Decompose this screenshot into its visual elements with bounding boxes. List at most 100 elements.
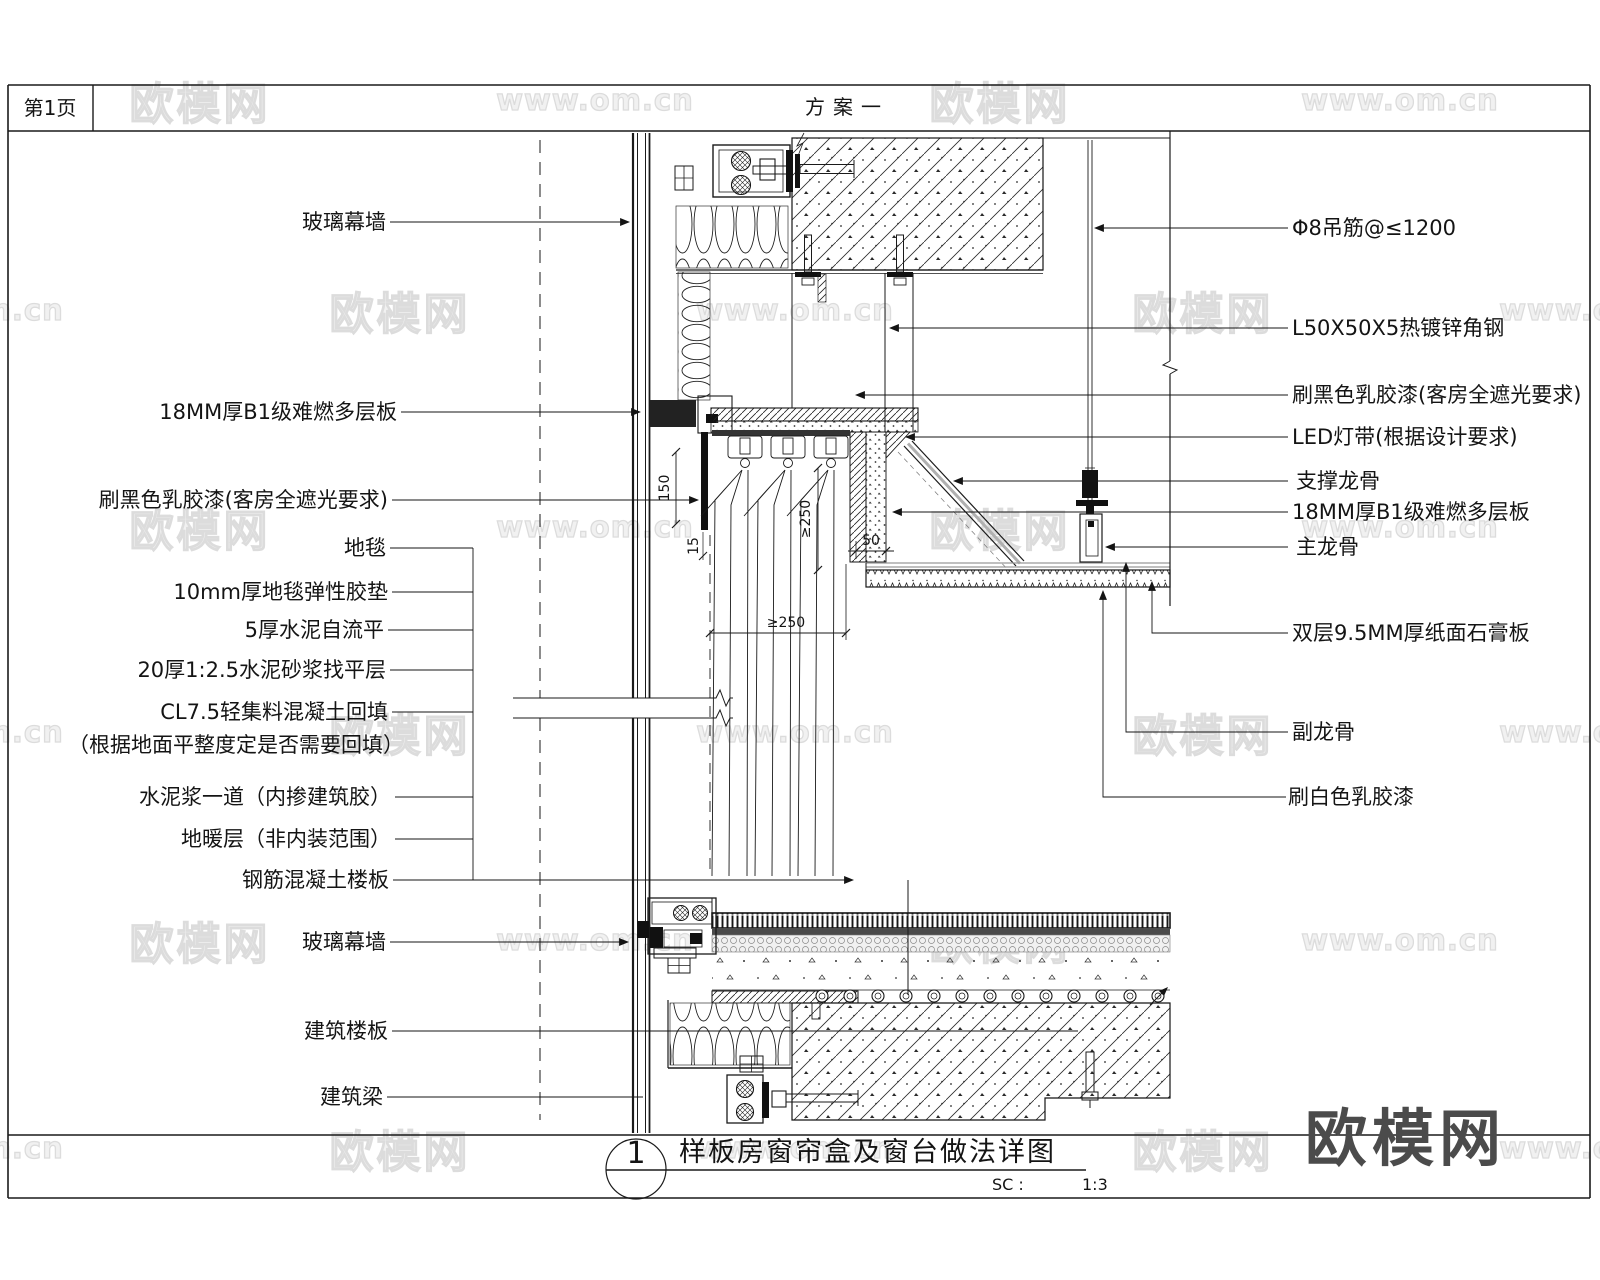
bolt-head-icon	[692, 905, 708, 921]
label-cement-mortar-leveling: 20厚1:2.5水泥砂浆找平层	[137, 658, 386, 682]
detail-number: 1	[626, 1136, 645, 1171]
bolt-head-icon	[730, 174, 752, 196]
curtain-box-board	[710, 407, 919, 422]
watermark-url-text: www.om.cn	[496, 509, 694, 544]
lower-concrete-slab	[791, 1002, 1171, 1121]
watermark-url-text: www.om.cn	[0, 714, 64, 749]
break-line-lower	[513, 708, 733, 728]
right-wall-line	[1161, 131, 1179, 606]
label-reinforced-concrete-slab: 钢筋混凝土楼板	[242, 868, 389, 892]
bolt-head-icon	[735, 1102, 755, 1122]
watermark-brand-text: 欧模网	[929, 505, 1071, 557]
watermark-url-text: www.om.cn	[496, 82, 694, 117]
lower-insulation	[667, 1000, 792, 1069]
watermark-url-text: www.om.cn	[1301, 509, 1499, 544]
sill-board	[711, 990, 859, 1004]
blackout-board	[701, 432, 708, 530]
dim-50: 50	[862, 533, 880, 549]
scale-label: SC :	[992, 1175, 1024, 1194]
site-logo: 欧模网	[1305, 1102, 1507, 1175]
transom-bracket	[637, 897, 717, 974]
label-main-keel: 主龙骨	[1296, 535, 1359, 559]
label-led-strip: LED灯带(根据设计要求)	[1292, 425, 1518, 449]
watermark-brand-text: 欧模网	[129, 505, 271, 557]
floor-heating-pipes	[815, 989, 1165, 1003]
label-carpet: 地毯	[344, 536, 386, 560]
bolt-head-icon	[735, 1079, 755, 1099]
watermark-url-text: www.om.cn	[0, 1130, 64, 1165]
page-number: 第1页	[24, 96, 77, 120]
label-backfill-note: （根据地面平整度定是否需要回填）	[68, 733, 404, 757]
page-frame: 第1页 方案一	[7, 84, 1591, 1199]
detail-title: 样板房窗帘盒及窗台做法详图	[679, 1137, 1056, 1168]
right-leaders	[855, 224, 1288, 798]
right-labels: Φ8吊筋@≤1200 L50X50X5热镀锌角钢 刷黑色乳胶漆(客房全遮光要求)…	[1288, 216, 1581, 809]
dimensions: 150 15 ≥250 50 ≥250	[657, 447, 894, 640]
curtain-hook-icon	[770, 435, 806, 468]
watermark-brand-text: 欧模网	[1132, 288, 1274, 340]
watermark-url-text: www.om.cn	[1301, 82, 1499, 117]
lightweight-fill-layer	[712, 952, 1170, 990]
label-cement-self-leveling: 5厚水泥自流平	[245, 618, 384, 642]
hanger-rod-and-main-runner	[1076, 140, 1108, 563]
screed-layer	[711, 934, 1171, 953]
lower-slab-bolt	[1081, 1051, 1099, 1108]
watermark-brand-text: 欧模网	[329, 710, 471, 762]
watermark-brand-text: 欧模网	[129, 918, 271, 970]
dim-150: 150	[657, 475, 673, 502]
watermark-url-text: www.om.cn	[1499, 292, 1600, 327]
watermark-url-text: www.om.cn	[1499, 1130, 1600, 1165]
left-leaders	[387, 218, 1078, 1098]
rock-wool-insulation	[675, 205, 789, 401]
label-galvanized-angle-steel: L50X50X5热镀锌角钢	[1292, 316, 1504, 340]
label-secondary-keel: 副龙骨	[1292, 720, 1355, 744]
label-black-latex-paint-blackout: 刷黑色乳胶漆(客房全遮光要求)	[99, 488, 388, 512]
break-line-upper	[513, 688, 733, 708]
gypsum-ceiling	[865, 562, 1171, 588]
dim-ge250-horizontal: ≥250	[767, 615, 805, 631]
watermark-url-text: www.om.cn	[1499, 714, 1600, 749]
elastic-pad-layer	[712, 928, 1170, 935]
curtain-hook-icon	[727, 435, 763, 468]
label-building-floor-slab: 建筑楼板	[304, 1019, 388, 1043]
floor-layers	[711, 880, 1171, 1121]
scheme-title: 方案一	[805, 95, 889, 119]
label-b1-multilayer-board-right: 18MM厚B1级难燃多层板	[1292, 500, 1530, 524]
watermark-brand-text: 欧模网	[129, 78, 271, 130]
label-cl75-backfill: CL7.5轻集料混凝土回填	[160, 700, 388, 724]
watermark-brand-text: 欧模网	[329, 288, 471, 340]
label-building-beam: 建筑梁	[320, 1085, 383, 1109]
label-glass-curtain-wall: 玻璃幕墙	[302, 210, 386, 234]
curtain-box-plenum	[650, 273, 919, 563]
left-labels: 玻璃幕墙 18MM厚B1级难燃多层板 刷黑色乳胶漆(客房全遮光要求) 地毯 10…	[68, 210, 404, 1109]
top-anchor-assembly	[674, 144, 855, 198]
label-black-latex-paint-right: 刷黑色乳胶漆(客房全遮光要求)	[1292, 383, 1581, 407]
watermark-url-text: www.om.cn	[1301, 922, 1499, 957]
lower-anchor-assembly	[726, 1055, 859, 1124]
slab-hanger-bolts	[795, 234, 913, 286]
watermark-url-text: www.om.cn	[696, 292, 894, 327]
curtain-hook-icon	[813, 435, 849, 468]
label-glass-curtain-wall-lower: 玻璃幕墙	[302, 930, 386, 954]
label-carpet-elastic-pad: 10mm厚地毯弹性胶垫	[173, 580, 388, 604]
detail-number-bubble	[605, 1138, 667, 1200]
scale-value: 1:3	[1082, 1175, 1108, 1194]
label-b1-multilayer-board: 18MM厚B1级难燃多层板	[159, 400, 397, 424]
curtain-hooks-and-fabric	[700, 435, 849, 877]
bolt-head-icon	[730, 150, 752, 172]
title-block: 1 样板房窗帘盒及窗台做法详图 SC : 1:3	[605, 1136, 1108, 1200]
label-hanger-rod-phi8: Φ8吊筋@≤1200	[1292, 216, 1456, 240]
label-white-latex-paint: 刷白色乳胶漆	[1288, 785, 1414, 809]
main-runner-channel	[1079, 513, 1103, 563]
watermark-url-text: www.om.cn	[696, 1130, 894, 1165]
watermark-url-text: www.om.cn	[0, 292, 64, 327]
watermark-brand-text: 欧模网	[929, 78, 1071, 130]
dim-15: 15	[686, 537, 702, 555]
curtain-track-rail	[712, 430, 850, 436]
bolt-head-icon	[673, 905, 689, 921]
label-floor-heating-layer: 地暖层（非内装范围）	[181, 827, 391, 851]
label-double-gypsum-board: 双层9.5MM厚纸面石膏板	[1292, 621, 1530, 645]
watermark-brand-text: 欧模网	[1132, 710, 1274, 762]
